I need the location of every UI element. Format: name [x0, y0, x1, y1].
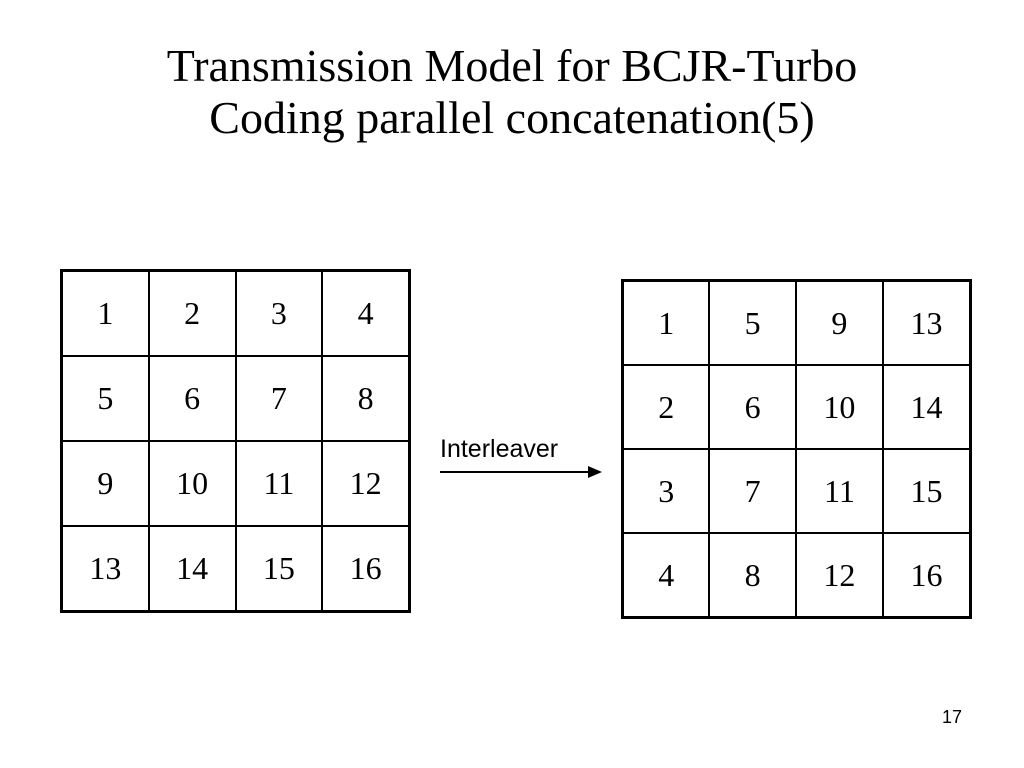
grid-cell: 2 — [147, 269, 237, 357]
grid-cell: 3 — [621, 448, 711, 534]
grid-row: 4 8 12 16 — [621, 532, 972, 619]
grid-cell: 11 — [794, 448, 884, 534]
grid-cell: 1 — [60, 269, 150, 357]
grid-row: 9 10 11 12 — [60, 440, 411, 527]
grid-cell: 10 — [794, 364, 884, 450]
grid-cell: 3 — [234, 269, 324, 357]
slide-title-line-2: Coding parallel concatenation(5) — [209, 92, 815, 143]
grid-cell: 8 — [321, 355, 411, 442]
grid-cell: 11 — [234, 440, 324, 527]
grid-cell: 4 — [621, 532, 711, 619]
interleaver-arrow-icon — [440, 466, 602, 478]
grid-cell: 16 — [321, 525, 411, 613]
grid-cell: 4 — [321, 269, 411, 357]
grid-row: 3 7 11 15 — [621, 448, 972, 534]
grid-row: 1 5 9 13 — [621, 279, 972, 366]
grid-cell: 5 — [708, 279, 797, 366]
grid-cell: 12 — [794, 532, 884, 619]
grid-cell: 14 — [147, 525, 237, 613]
grid-cell: 14 — [881, 364, 972, 450]
grid-cell: 6 — [708, 364, 797, 450]
grid-cell: 5 — [60, 355, 150, 442]
grid-cell: 10 — [147, 440, 237, 527]
grid-cell: 9 — [60, 440, 150, 527]
grid-cell: 2 — [621, 364, 711, 450]
grid-cell: 1 — [621, 279, 711, 366]
grid-cell: 13 — [60, 525, 150, 613]
slide-title-line-1: Transmission Model for BCJR-Turbo — [166, 40, 858, 91]
grid-row: 5 6 7 8 — [60, 355, 411, 442]
grid-cell: 16 — [881, 532, 972, 619]
original-grid: 1 2 3 4 5 6 7 8 9 10 11 12 13 14 15 16 — [60, 269, 411, 613]
interleaver-label: Interleaver — [440, 435, 559, 463]
grid-row: 2 6 10 14 — [621, 364, 972, 450]
grid-row: 13 14 15 16 — [60, 525, 411, 613]
grid-cell: 12 — [321, 440, 411, 527]
grid-row: 1 2 3 4 — [60, 269, 411, 357]
grid-cell: 13 — [881, 279, 972, 366]
grid-cell: 7 — [234, 355, 324, 442]
slide-title: Transmission Model for BCJR-Turbo Coding… — [0, 40, 1024, 144]
page-number: 17 — [941, 707, 962, 727]
grid-cell: 15 — [881, 448, 972, 534]
grid-cell: 7 — [708, 448, 797, 534]
interleaved-grid: 1 5 9 13 2 6 10 14 3 7 11 15 4 8 12 16 — [621, 279, 972, 619]
grid-cell: 8 — [708, 532, 797, 619]
grid-cell: 15 — [234, 525, 324, 613]
grid-cell: 9 — [794, 279, 884, 366]
grid-cell: 6 — [147, 355, 237, 442]
